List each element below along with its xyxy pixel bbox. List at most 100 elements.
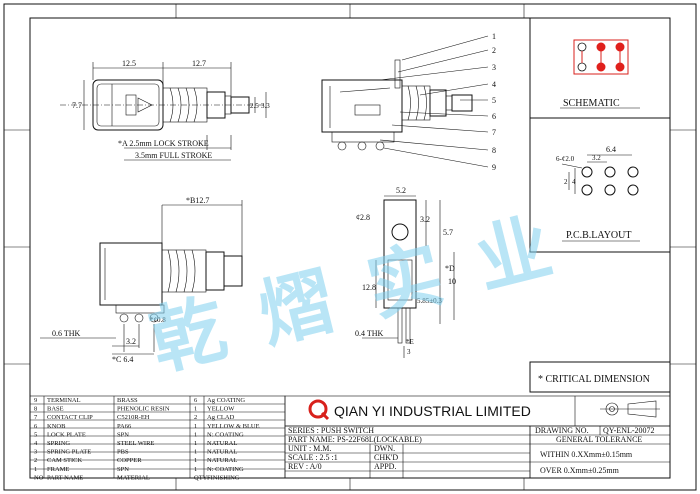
front-dim-3-3: 3.3: [261, 102, 270, 110]
company-logo: [308, 399, 330, 421]
chkd-label: CHK'D: [374, 453, 398, 462]
bom-header-cell: QTY: [194, 474, 208, 481]
rev-label: REV : A/0: [288, 462, 322, 471]
drawing-number: QY-ENL-20072: [603, 426, 655, 435]
bom-grid: [29, 395, 286, 479]
bom-cell: Ag COATING: [207, 397, 245, 404]
bom-cell: 3: [34, 449, 37, 456]
end-view: [362, 195, 455, 358]
bom-cell: BRASS: [117, 397, 138, 404]
schematic-title: SCHEMATIC: [563, 98, 620, 109]
end-dim-d: *D: [445, 264, 455, 273]
bom-cell: 2: [194, 414, 197, 421]
company-watermark: 乾 熠 实 业: [142, 202, 566, 386]
pcb-layout: [561, 154, 639, 196]
bom-cell: 5: [34, 431, 37, 438]
callout-8: 8: [492, 146, 496, 155]
callout-5: 5: [492, 96, 496, 105]
front-dim-12-5: 12.5: [122, 59, 136, 68]
callout-4: 4: [492, 80, 496, 89]
bom-cell: 7: [34, 414, 38, 421]
bom-cell: 6: [34, 423, 38, 430]
full-stroke-label: 3.5mm FULL STROKE: [135, 151, 212, 160]
bom-cell: BASE: [47, 406, 64, 413]
projection-symbol: [600, 400, 660, 418]
unit-label: UNIT : M.M.: [288, 444, 331, 453]
callout-1: 1: [492, 32, 496, 41]
bottom-dim-b: *B12.7: [186, 196, 209, 205]
bom-cell: 2: [34, 457, 37, 464]
pcb-dim-hole: 6-¢2.0: [556, 155, 575, 163]
bom-cell: 1: [194, 466, 197, 473]
end-dim-5-7: 5.7: [443, 228, 453, 237]
bom-cell: 6: [194, 397, 198, 404]
frame-ticks: [4, 4, 696, 490]
bom-cell: STEEL WIRE: [117, 440, 154, 447]
callout-6: 6: [492, 112, 496, 121]
drawing-no-label: DRAWING NO.: [535, 426, 589, 435]
bottom-thk: 0.6 THK: [52, 329, 81, 338]
company-name: QIAN YI INDUSTRIAL LIMITED: [334, 403, 531, 419]
part-name-label: PART NAME: PS-22F68L(LOCKABLE): [288, 435, 422, 444]
bom-cell: N: COATING: [207, 431, 244, 438]
bom-cell: PHENOLIC RESIN: [117, 406, 170, 413]
bom-cell: PA66: [117, 423, 132, 430]
bom-cell: 1: [194, 457, 197, 464]
bom-cell: 4: [34, 440, 38, 447]
series-label: SERIES : PUSH SWITCH: [288, 426, 374, 435]
pcb-dim-3-2: 3.2: [592, 154, 601, 162]
pcb-dim-4: 4: [572, 178, 576, 186]
bom-cell: PBS: [117, 449, 129, 456]
tolerance-over: OVER 0.Xmm±0.25mm: [540, 466, 620, 475]
callout-3: 3: [492, 63, 496, 72]
pcb-panel: [529, 117, 671, 253]
front-view: 12.5 12.7 7.7 2.5 3.3 *A 2.5mm LOCK STRO…: [60, 59, 270, 161]
bom-cell: CAM STICK: [47, 457, 83, 464]
front-dim-7-7: 7.7: [72, 101, 82, 110]
end-thk: 0.4 THK: [355, 329, 384, 338]
end-dim-5-2: 5.2: [396, 186, 406, 195]
front-dim-2-5: 2.5: [250, 102, 259, 110]
end-dim-3-2: 3.2: [420, 215, 430, 224]
bom-cell: NATURAL: [207, 449, 237, 456]
critical-box: [529, 361, 671, 393]
general-tolerance-title: GENERAL TOLERANCE: [556, 435, 642, 444]
bom-cell: Ag CLAD: [207, 414, 235, 421]
bottom-view: [40, 200, 243, 355]
bom-cell: C5210R-EH: [117, 414, 150, 421]
end-dim-12-8: 12.8: [362, 283, 376, 292]
bom-cell: SPN: [117, 466, 129, 473]
end-dim-10: 10: [448, 277, 456, 286]
bom-cell: SPN: [117, 431, 129, 438]
bom-cell: COPPER: [117, 457, 142, 464]
bom-cell: SPRING PLATE: [47, 449, 91, 456]
lock-stroke-label: *A 2.5mm LOCK STROKE: [118, 139, 209, 148]
end-dim-5-85: 5.85±0.3: [417, 297, 442, 305]
bom-cell: 1: [194, 431, 197, 438]
bom-cell: 9: [34, 397, 37, 404]
bom-cell: 1: [194, 406, 197, 413]
schematic-symbol: [573, 39, 629, 75]
front-dim-12-7: 12.7: [192, 59, 206, 68]
bom-table: 9 TERMINAL BRASS 6 Ag COATING 8 BASE PHENOLIC R…: [34, 397, 260, 481]
bom-cell: FRAME: [47, 466, 69, 473]
bom-cell: YELLOW & BLUE: [207, 423, 260, 430]
bom-cell: TERMINAL: [47, 397, 81, 404]
pcb-title: P.C.B.LAYOUT: [566, 230, 631, 241]
bom-cell: SPRING: [47, 440, 70, 447]
bottom-dim-3-2: 3.2: [126, 337, 136, 346]
bom-cell: LOCK PLATE: [47, 431, 86, 438]
end-dim-2-8: ¢2.8: [356, 213, 370, 222]
critical-dimension-note: * CRITICAL DIMENSION: [538, 374, 650, 385]
scale-label: SCALE : 2.5 :1: [288, 453, 338, 462]
end-dim-3: 3: [407, 348, 411, 356]
bom-cell: 1: [194, 449, 197, 456]
bom-cell: NATURAL: [207, 457, 237, 464]
bom-cell: KNOB: [47, 423, 66, 430]
callout-9: 9: [492, 163, 496, 172]
callout-2: 2: [492, 46, 496, 55]
appd-label: APPD.: [374, 462, 396, 471]
bom-cell: 8: [34, 406, 37, 413]
bom-cell: 1: [34, 466, 37, 473]
